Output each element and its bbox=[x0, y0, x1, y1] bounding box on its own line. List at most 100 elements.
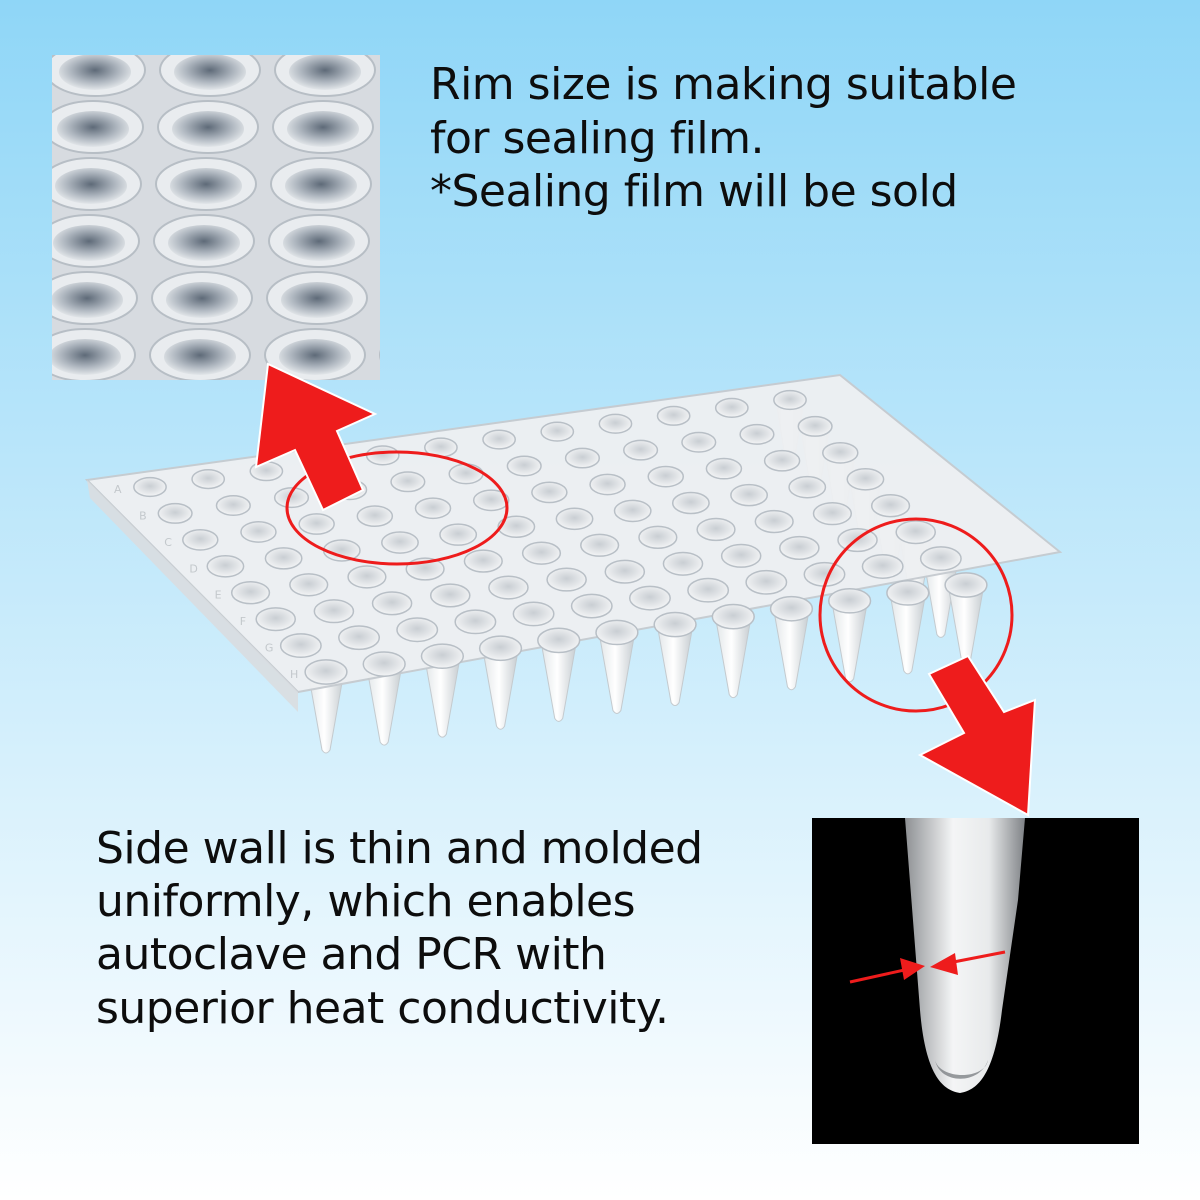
plate-well bbox=[191, 468, 226, 490]
plate-row-label: C bbox=[164, 536, 172, 549]
plate-well bbox=[304, 659, 348, 685]
plate-well bbox=[779, 535, 820, 561]
plate-well bbox=[506, 455, 542, 477]
closeup-well-hole bbox=[55, 168, 127, 204]
closeup-well-hole bbox=[283, 225, 355, 261]
plate-well bbox=[488, 575, 529, 600]
plate-well bbox=[182, 528, 219, 551]
sidewall-caption-line-1: Side wall is thin and molded bbox=[96, 823, 703, 874]
pcr-plate-skirt bbox=[87, 480, 298, 712]
plate-well bbox=[454, 609, 497, 635]
plate-well bbox=[714, 397, 749, 419]
plate-well bbox=[595, 619, 639, 646]
plate-well bbox=[671, 491, 710, 515]
sidewall-caption-line-2: uniformly, which enables bbox=[96, 876, 636, 928]
plate-well bbox=[895, 520, 937, 545]
plate-well bbox=[206, 555, 245, 578]
plate-well bbox=[769, 595, 814, 622]
plate-row-label: G bbox=[265, 642, 274, 655]
plate-well bbox=[482, 429, 516, 450]
plate-well bbox=[598, 413, 633, 434]
plate-well bbox=[886, 580, 930, 606]
closeup-well-hole bbox=[287, 111, 359, 147]
plate-well bbox=[730, 483, 769, 507]
plate-well bbox=[638, 525, 678, 550]
plate-row-label: E bbox=[215, 589, 222, 602]
plate-well bbox=[497, 515, 536, 539]
closeup-well-hole bbox=[53, 225, 125, 261]
plate-well bbox=[537, 627, 581, 654]
closeup-well-hole bbox=[164, 339, 236, 375]
plate-well bbox=[249, 461, 284, 482]
plate-well bbox=[788, 475, 827, 499]
plate-well bbox=[628, 585, 671, 611]
plate-well bbox=[564, 447, 600, 469]
plate-well bbox=[653, 611, 697, 638]
plate-well bbox=[827, 587, 872, 614]
rim-highlight-circle bbox=[285, 450, 509, 566]
closeup-well-hole bbox=[279, 339, 351, 375]
closeup-well-hole bbox=[57, 111, 129, 147]
plate-well bbox=[429, 583, 471, 608]
plate-well bbox=[396, 617, 439, 643]
plate-tube bbox=[599, 639, 635, 714]
plate-well bbox=[613, 499, 652, 523]
rim-caption-line-1: Rim size is making suitable bbox=[430, 59, 1017, 110]
plate-row-label: A bbox=[114, 483, 122, 496]
plate-well bbox=[763, 449, 801, 472]
plate-well bbox=[662, 551, 704, 576]
plate-well bbox=[439, 523, 478, 546]
plate-well bbox=[570, 593, 613, 619]
plate-well bbox=[230, 581, 271, 605]
plate-well bbox=[720, 543, 762, 568]
plate-well bbox=[745, 569, 788, 595]
plate-well bbox=[313, 599, 355, 624]
closeup-well-hole bbox=[59, 55, 131, 90]
plate-tube bbox=[367, 671, 402, 746]
plate-well bbox=[555, 507, 594, 531]
closeup-well-hole bbox=[166, 282, 238, 318]
plate-well bbox=[656, 405, 691, 426]
plate-well bbox=[540, 421, 575, 442]
arrow-to-sidewall-closeup-icon bbox=[917, 654, 1037, 817]
plate-row-label: B bbox=[139, 509, 147, 522]
plate-well bbox=[623, 439, 659, 461]
plate-tube bbox=[425, 663, 460, 738]
plate-well bbox=[240, 521, 277, 543]
plate-well bbox=[521, 541, 562, 565]
sidewall-highlight-circle bbox=[818, 517, 1014, 713]
sidewall-caption-line-4: superior heat conductivity. bbox=[96, 982, 669, 1034]
closeup-well-hole bbox=[52, 282, 123, 318]
plate-well bbox=[448, 463, 484, 485]
plate-well bbox=[696, 517, 736, 542]
plate-well bbox=[215, 495, 251, 517]
rim-closeup-photo bbox=[52, 55, 380, 380]
plate-well bbox=[347, 565, 387, 589]
plate-tube bbox=[657, 632, 693, 707]
plate-well bbox=[705, 457, 743, 480]
plate-well bbox=[472, 489, 510, 512]
plate-well bbox=[812, 501, 853, 526]
plate-well bbox=[133, 476, 167, 498]
plate-well bbox=[289, 573, 329, 597]
plate-well bbox=[604, 559, 646, 584]
plate-well bbox=[157, 502, 193, 524]
rim-caption-line-2: for sealing film. bbox=[430, 112, 764, 164]
plate-well bbox=[944, 572, 988, 598]
plate-well bbox=[773, 389, 807, 411]
plate-well bbox=[478, 635, 523, 662]
plate-row-label: D bbox=[189, 562, 197, 575]
plate-well bbox=[546, 567, 587, 592]
plate-well bbox=[754, 509, 794, 534]
plate-well bbox=[279, 633, 322, 659]
plate-well bbox=[390, 471, 426, 493]
plate-well bbox=[687, 577, 730, 603]
plate-well bbox=[870, 494, 911, 518]
closeup-well-hole bbox=[285, 168, 357, 204]
plate-well bbox=[647, 465, 684, 488]
plate-well bbox=[371, 591, 413, 616]
plate-well bbox=[580, 533, 620, 557]
plate-well bbox=[797, 415, 833, 437]
plate-well bbox=[420, 643, 465, 670]
